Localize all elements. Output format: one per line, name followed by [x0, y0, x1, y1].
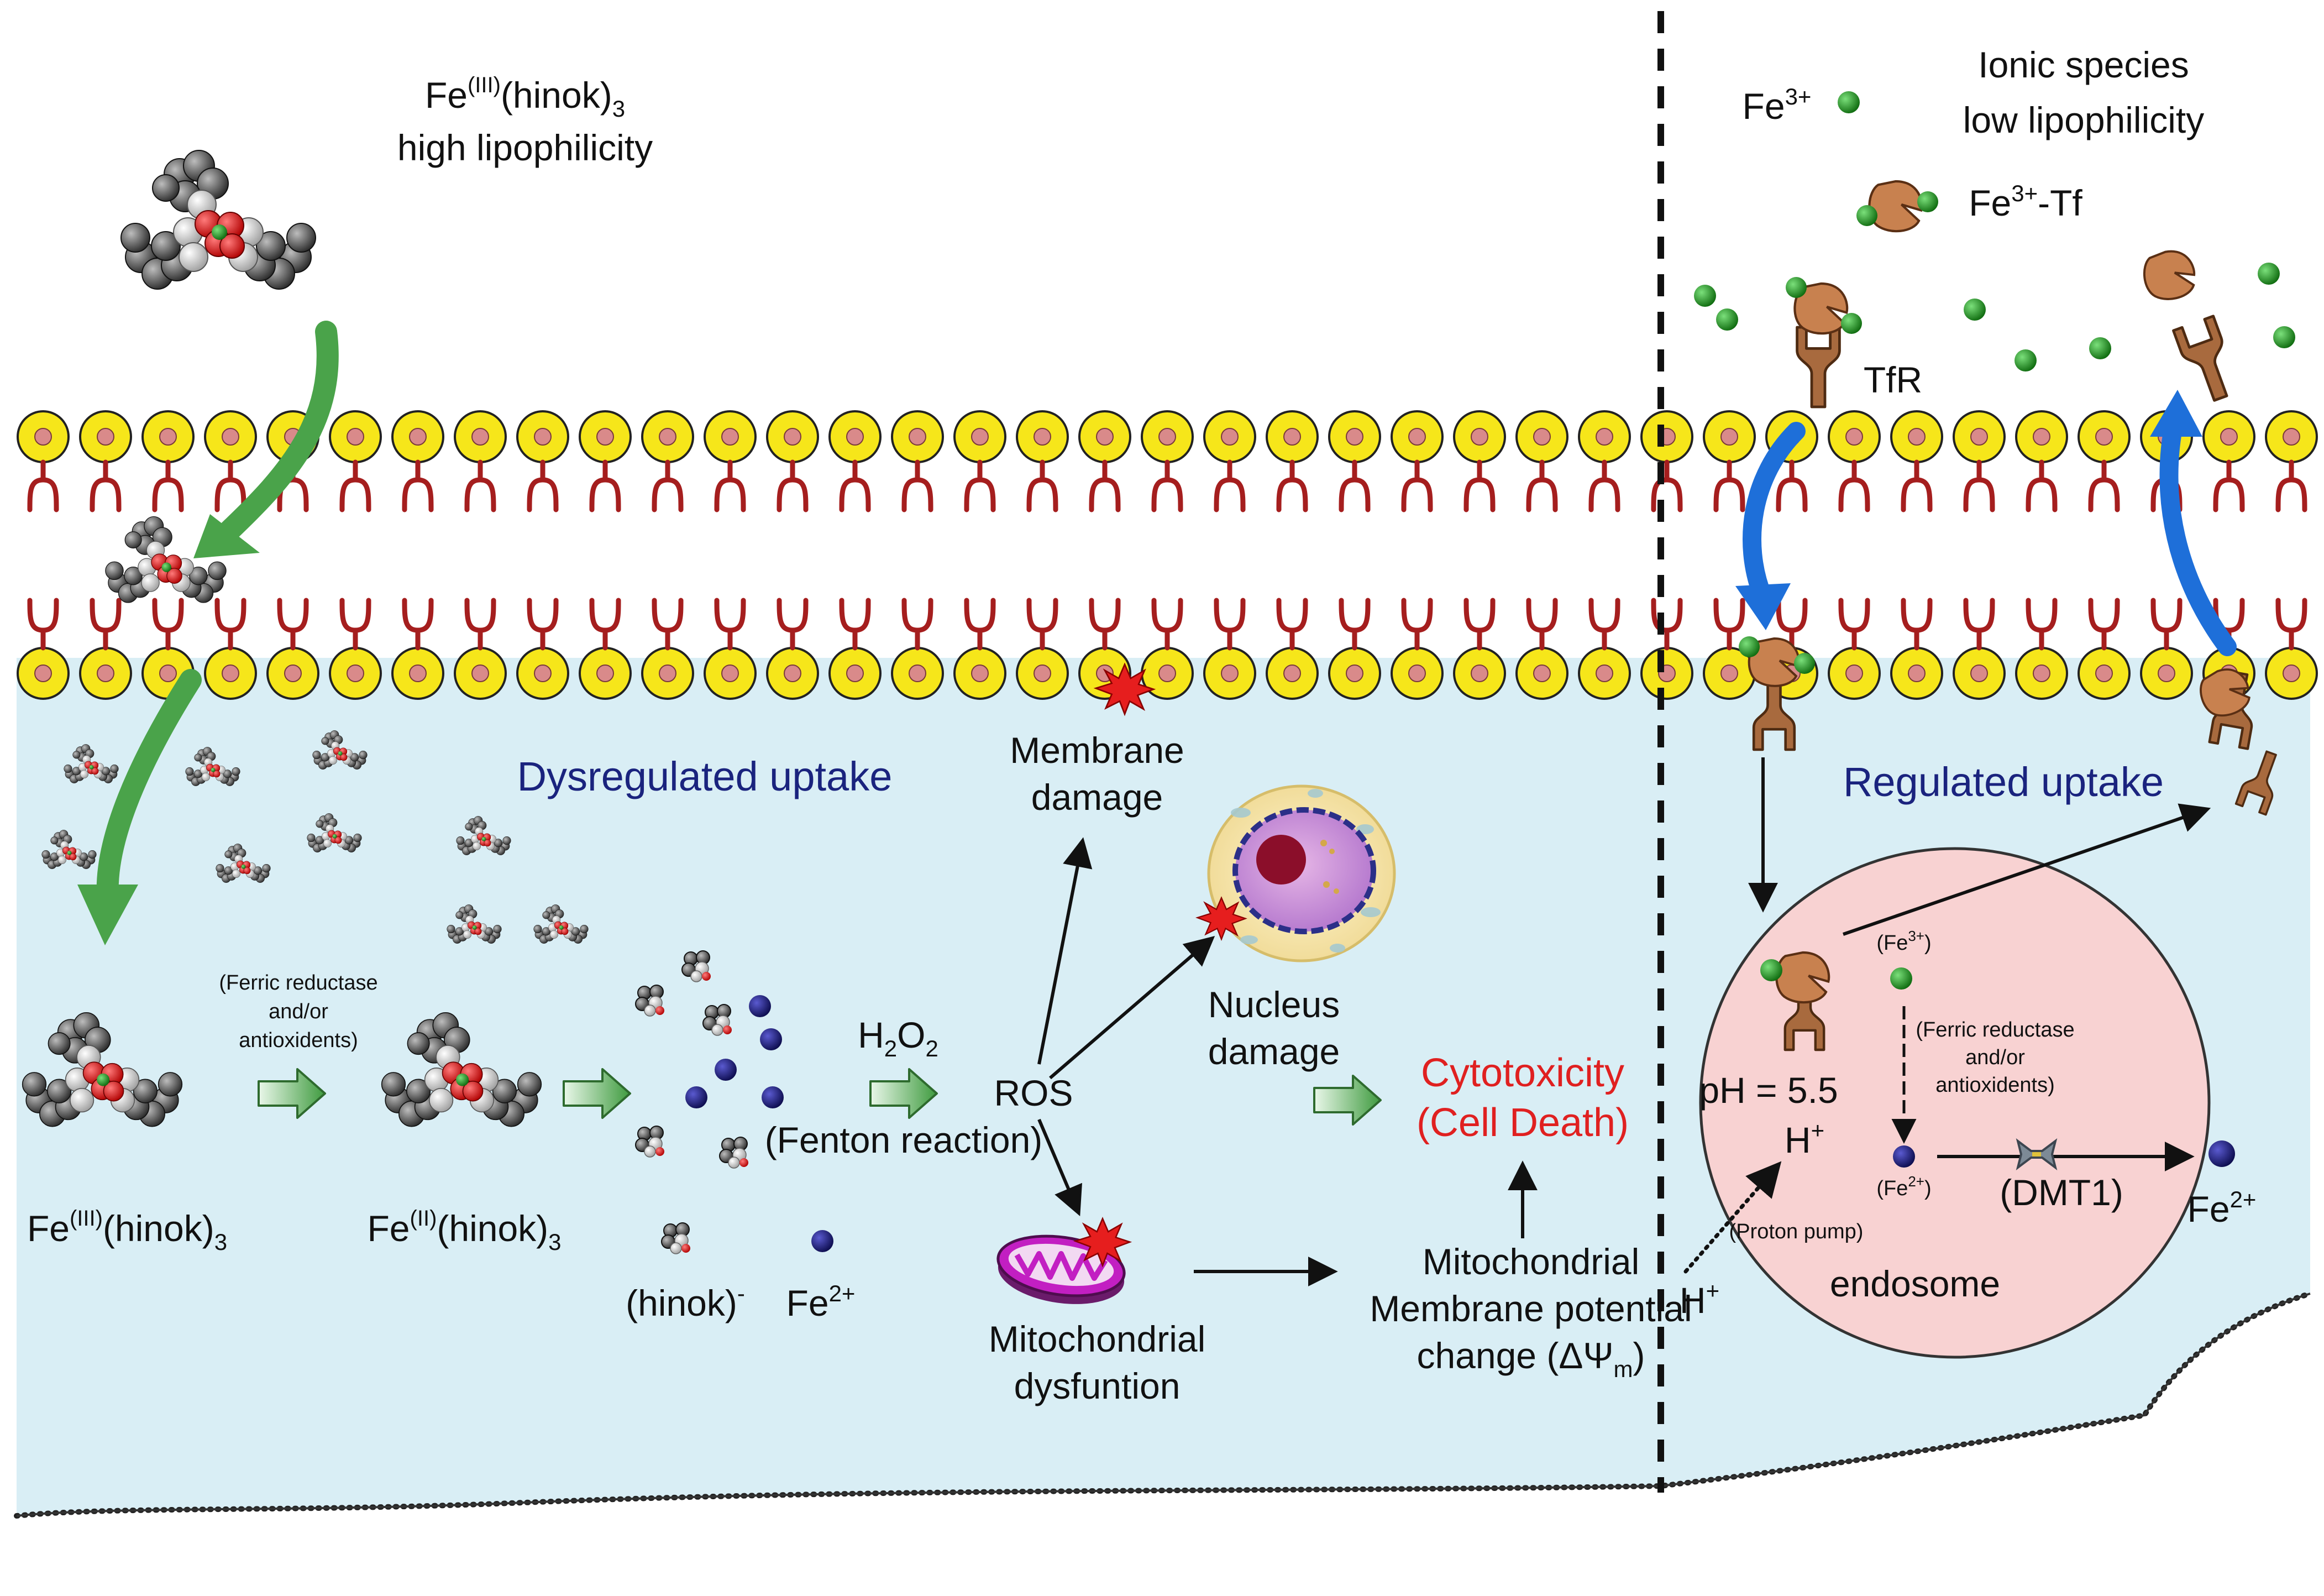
- ligand-label: (hinok)-: [626, 1280, 745, 1323]
- dmt1-label: (DMT1): [2000, 1172, 2123, 1213]
- recycling-arrow: [2159, 411, 2237, 656]
- fe3-tf-label: Fe3+-Tf: [1969, 180, 2082, 223]
- complex-top-label: Fe(III)(hinok)3: [425, 73, 625, 122]
- tfr-label: TfR: [1864, 359, 1922, 400]
- mito-potential-label-3: change (ΔΨm): [1417, 1335, 1645, 1382]
- ph-label: pH = 5.5: [1699, 1070, 1838, 1111]
- ionic-species-label-1: Ionic species: [1978, 44, 2189, 85]
- endosome-reductase-label-3: antioxidents): [1935, 1074, 2054, 1097]
- ros-to-mito-arrow: [1037, 1118, 1082, 1216]
- dmt1-transporter-icon: [2016, 1138, 2058, 1170]
- reductase-label-1: (Ferric reductase: [219, 971, 377, 995]
- membrane-damage-label-2: damage: [1031, 777, 1163, 818]
- nucleus-damage-label-1: Nucleus: [1208, 984, 1340, 1025]
- mito-potential-label-1: Mitochondrial: [1423, 1241, 1640, 1282]
- ros-to-membrane-arrow: [1037, 837, 1093, 1065]
- endosome-fe3-label: (Fe3+): [1876, 928, 1931, 955]
- endosome-transferrin-icon: [1776, 953, 1829, 1002]
- nucleus-icon: [1207, 784, 1396, 962]
- endosome-label: endosome: [1830, 1263, 2000, 1304]
- reductase-label-3: antioxidents): [239, 1029, 358, 1052]
- endosome-reductase-label-1: (Ferric reductase: [1916, 1018, 2074, 1042]
- lipophilicity-label: high lipophilicity: [397, 127, 653, 168]
- uptake-arrow-bottom: [96, 669, 202, 907]
- h-plus-out-label: H+: [1680, 1278, 1719, 1321]
- uptake-arrow-top: [218, 321, 339, 542]
- fe3-ion-cloud: [1694, 91, 2295, 371]
- h-plus-in-label: H+: [1785, 1117, 1824, 1160]
- endosome-fe2-label: (Fe2+): [1876, 1173, 1931, 1200]
- h2o2-label: H2O2: [858, 1014, 938, 1061]
- fe2-hinok-label: Fe(II)(hinok)3: [367, 1206, 561, 1255]
- fe2-ion-cluster: [685, 995, 833, 1252]
- fe2-out-label: Fe2+: [2187, 1186, 2257, 1229]
- receptor-recycle-arrow: [1843, 803, 2211, 936]
- cytotoxicity-label-1: Cytotoxicity: [1421, 1051, 1624, 1095]
- mito-potential-label-2: Membrane potential: [1370, 1288, 1692, 1329]
- ros-to-nucleus-arrow: [1049, 935, 1215, 1080]
- nucleus-damage-label-2: damage: [1208, 1031, 1340, 1072]
- dysregulated-uptake-title: Dysregulated uptake: [517, 753, 893, 799]
- reductase-label-2: and/or: [269, 1000, 328, 1023]
- endocytosis-arrow: [1743, 422, 1806, 606]
- fe3-free-label: Fe3+: [1743, 83, 1812, 127]
- mito-dysfunction-label-1: Mitochondrial: [989, 1318, 1206, 1359]
- fenton-label: (Fenton reaction): [765, 1119, 1043, 1160]
- transferrin-icon: [1869, 181, 1922, 231]
- ionic-species-label-2: low lipophilicity: [1963, 100, 2205, 140]
- endosome-reductase-label-2: and/or: [1965, 1046, 2025, 1069]
- cytotoxicity-label-2: (Cell Death): [1417, 1101, 1629, 1145]
- fe3-hinok-label: Fe(III)(hinok)3: [27, 1206, 227, 1255]
- regulated-uptake-title: Regulated uptake: [1843, 759, 2164, 805]
- membrane-damage-label-1: Membrane: [1010, 730, 1184, 771]
- proton-pump-arrow: [1683, 1161, 1782, 1274]
- proton-pump-label: (Proton pump): [1729, 1220, 1864, 1243]
- mito-dysfunction-label-2: dysfuntion: [1014, 1365, 1181, 1406]
- fe2-label: Fe2+: [786, 1280, 856, 1323]
- ros-label: ROS: [994, 1072, 1073, 1113]
